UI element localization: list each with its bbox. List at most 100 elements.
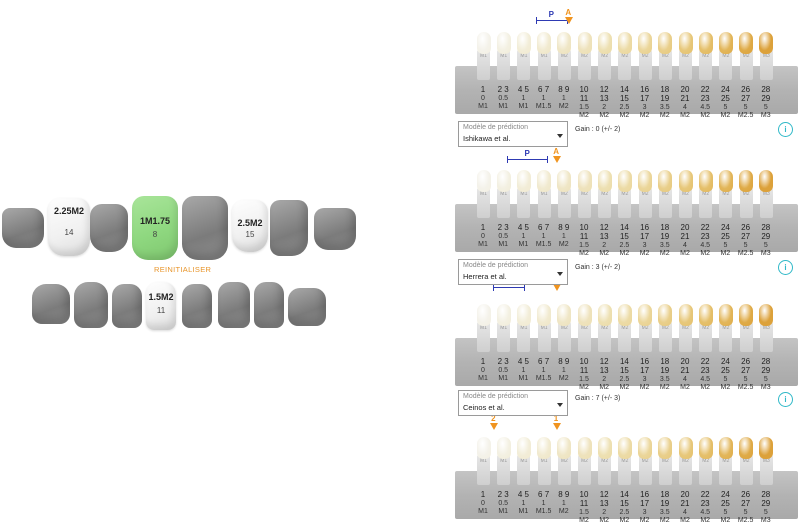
tooth-selected-11[interactable]: 1.5M2 11 <box>146 282 176 330</box>
tooth-lower-3[interactable] <box>112 284 142 328</box>
shade-tab[interactable]: M2 <box>719 455 733 485</box>
shade-tooth[interactable] <box>476 170 491 192</box>
shade-tooth[interactable] <box>537 32 552 54</box>
shade-tab[interactable]: M2 <box>679 50 692 80</box>
shade-tooth[interactable] <box>557 170 572 192</box>
shade-tab[interactable]: M2 <box>638 188 652 218</box>
shade-tooth[interactable] <box>557 32 572 54</box>
info-icon[interactable]: i <box>778 392 793 407</box>
shade-tooth[interactable] <box>759 437 774 459</box>
shade-tab[interactable]: M1 <box>477 188 490 218</box>
shade-tooth[interactable] <box>577 437 592 459</box>
shade-tooth[interactable] <box>638 304 653 326</box>
shade-tab[interactable]: M1 <box>517 322 531 352</box>
info-icon[interactable]: i <box>778 260 793 275</box>
shade-tab[interactable]: M2 <box>679 455 692 485</box>
shade-tab[interactable]: M2 <box>699 50 713 80</box>
shade-tooth[interactable] <box>516 32 531 54</box>
shade-tooth[interactable] <box>678 32 693 54</box>
shade-tooth[interactable] <box>516 437 531 459</box>
shade-tab[interactable]: M2 <box>658 322 672 352</box>
shade-tab[interactable]: M2 <box>719 322 733 352</box>
shade-tab[interactable]: M2 <box>699 322 713 352</box>
shade-tooth[interactable] <box>678 304 693 326</box>
tooth-upper-8[interactable] <box>314 208 356 250</box>
shade-tab[interactable]: M2 <box>699 455 713 485</box>
shade-tooth[interactable] <box>496 170 511 192</box>
shade-tab[interactable]: M1 <box>537 188 551 218</box>
shade-tab[interactable]: M2 <box>719 188 733 218</box>
shade-tooth[interactable] <box>597 170 612 192</box>
shade-tab[interactable]: M2 <box>699 188 713 218</box>
shade-tab[interactable]: M2 <box>658 455 672 485</box>
shade-tooth[interactable] <box>476 32 491 54</box>
shade-tab[interactable]: M1 <box>477 50 490 80</box>
tooth-lower-5[interactable] <box>182 284 212 328</box>
shade-tooth[interactable] <box>759 32 774 54</box>
shade-tab[interactable]: M1 <box>497 322 511 352</box>
shade-tab[interactable]: M1 <box>517 50 531 80</box>
shade-tab[interactable]: M2 <box>618 188 632 218</box>
shade-tooth[interactable] <box>557 437 572 459</box>
shade-tooth[interactable] <box>658 304 673 326</box>
shade-tooth[interactable] <box>759 170 774 192</box>
shade-tooth[interactable] <box>597 304 612 326</box>
shade-tab[interactable]: M1 <box>517 455 531 485</box>
shade-tooth[interactable] <box>718 170 733 192</box>
shade-tab[interactable]: M2 <box>658 188 672 218</box>
prediction-model-select-3[interactable]: Modèle de prédiction Ceinos et al. <box>458 390 568 416</box>
shade-tab[interactable]: M2 <box>739 50 753 80</box>
shade-tab[interactable]: M1 <box>497 50 511 80</box>
shade-tab[interactable]: M1 <box>537 455 551 485</box>
shade-tooth[interactable] <box>658 170 673 192</box>
shade-tooth[interactable] <box>718 437 733 459</box>
shade-tab[interactable]: M1 <box>537 322 551 352</box>
shade-tooth[interactable] <box>718 32 733 54</box>
shade-tooth[interactable] <box>638 437 653 459</box>
shade-tooth[interactable] <box>597 32 612 54</box>
shade-tab[interactable]: M1 <box>477 322 490 352</box>
shade-tab[interactable]: M2 <box>739 322 753 352</box>
shade-tooth[interactable] <box>739 304 754 326</box>
shade-tooth[interactable] <box>658 32 673 54</box>
shade-tooth[interactable] <box>537 437 552 459</box>
shade-tab[interactable]: M2 <box>578 188 591 218</box>
shade-tab[interactable]: M2 <box>578 455 591 485</box>
tooth-selected-14[interactable]: 2.25M2 14 <box>48 198 90 256</box>
shade-tooth[interactable] <box>739 170 754 192</box>
shade-tooth[interactable] <box>557 304 572 326</box>
shade-tab[interactable]: M2 <box>739 455 753 485</box>
tooth-lower-2[interactable] <box>74 282 108 328</box>
shade-tab[interactable]: M2 <box>598 50 612 80</box>
shade-tab[interactable]: M2 <box>578 322 591 352</box>
shade-tooth[interactable] <box>739 437 754 459</box>
tooth-lower-8[interactable] <box>288 288 326 326</box>
shade-tooth[interactable] <box>597 437 612 459</box>
shade-tab[interactable]: M1 <box>537 50 551 80</box>
shade-tab[interactable]: M1 <box>497 455 511 485</box>
shade-tab[interactable]: M2 <box>557 188 571 218</box>
shade-tooth[interactable] <box>577 32 592 54</box>
shade-tab[interactable]: M2 <box>679 322 692 352</box>
shade-tab[interactable]: M2 <box>618 50 632 80</box>
shade-tab[interactable]: M1 <box>477 455 490 485</box>
reset-button[interactable]: REINITIALISER <box>154 265 212 274</box>
shade-tooth[interactable] <box>698 32 713 54</box>
shade-tooth[interactable] <box>617 32 632 54</box>
shade-tab[interactable]: M2 <box>598 455 612 485</box>
shade-tooth[interactable] <box>678 437 693 459</box>
shade-tooth[interactable] <box>759 304 774 326</box>
shade-tab[interactable]: M2 <box>618 322 632 352</box>
shade-tab[interactable]: M3 <box>759 455 773 485</box>
shade-tab[interactable]: M1 <box>517 188 531 218</box>
shade-tooth[interactable] <box>537 304 552 326</box>
prediction-model-select-1[interactable]: Modèle de prédiction Ishikawa et al. <box>458 121 568 147</box>
shade-tooth[interactable] <box>496 437 511 459</box>
tooth-upper-5[interactable] <box>182 196 228 260</box>
shade-tab[interactable]: M2 <box>719 50 733 80</box>
shade-tooth[interactable] <box>516 170 531 192</box>
shade-tooth[interactable] <box>577 304 592 326</box>
tooth-upper-1[interactable] <box>2 208 44 248</box>
prediction-model-select-2[interactable]: Modèle de prédiction Herrera et al. <box>458 259 568 285</box>
tooth-selected-15[interactable]: 2.5M2 15 <box>232 200 268 252</box>
